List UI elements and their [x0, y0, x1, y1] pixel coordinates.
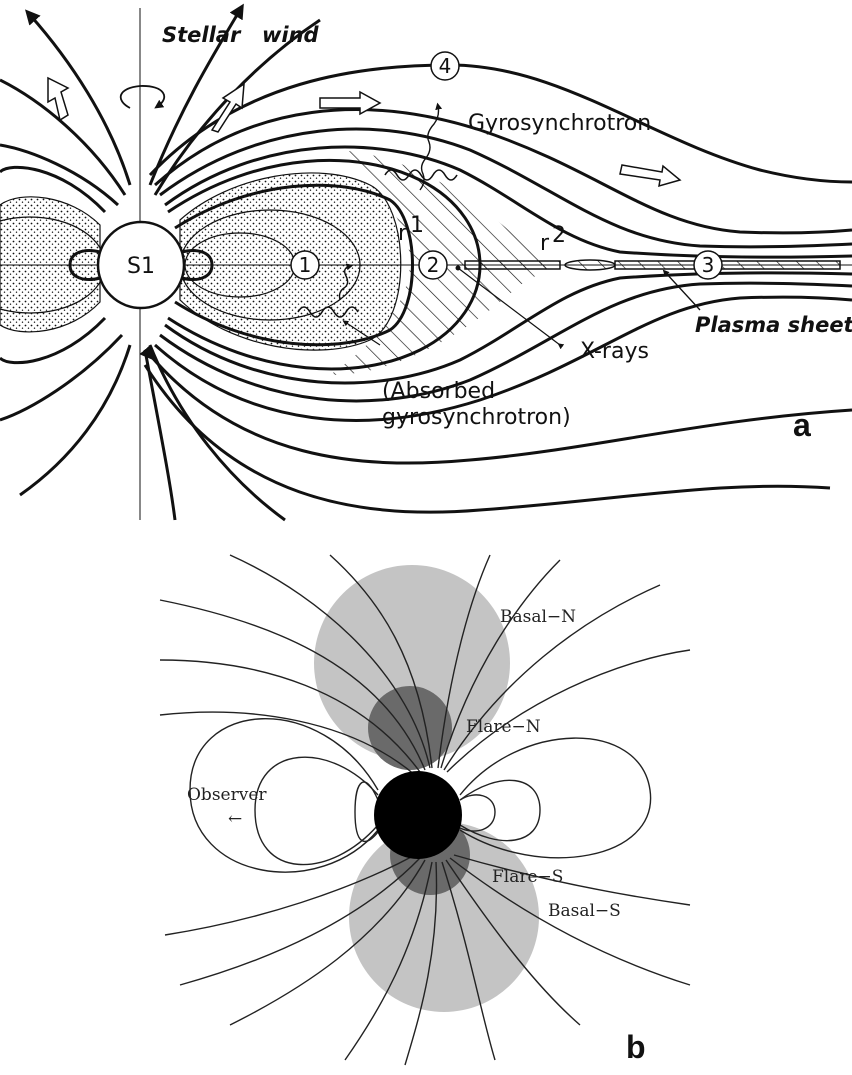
star-s1-label: S1 — [127, 254, 155, 279]
wind-label: wind — [262, 23, 320, 47]
plasma-sheet-segment-2 — [565, 260, 615, 270]
plasma-sheet-pointer — [665, 272, 700, 310]
region-3-marker: 3 — [694, 251, 722, 279]
svg-text:3: 3 — [702, 253, 715, 277]
plasma-sheet-segment-3 — [615, 261, 840, 269]
panel-a: S1 1 2 3 4 Stellar wind Gyrosynchrotron … — [0, 8, 852, 520]
r1-label: r — [398, 221, 408, 246]
svg-text:2: 2 — [427, 253, 440, 277]
gyrosynchrotron-label: Gyrosynchrotron — [468, 111, 651, 136]
flare-n-label: Flare−N — [466, 717, 541, 737]
region-4-marker: 4 — [431, 52, 459, 80]
basal-n-label: Basal−N — [500, 607, 576, 627]
xrays-label: X-rays — [580, 339, 649, 364]
svg-text:1: 1 — [299, 253, 312, 277]
star-b — [374, 771, 462, 859]
polar-line-sw-1 — [20, 345, 130, 495]
region-1-marker: 1 — [291, 251, 319, 279]
r2-subscript: 2 — [552, 223, 566, 248]
panel-b: Basal−N Flare−N Flare−S Basal−S Observer… — [160, 555, 690, 1065]
xray-source-dot — [456, 266, 461, 271]
rotation-arrow — [121, 86, 165, 108]
basal-s-label: Basal−S — [548, 901, 621, 921]
plasma-sheet-label: Plasma sheet — [695, 313, 852, 337]
observer-arrow: ← — [228, 809, 242, 829]
polar-line-nw-3 — [0, 145, 118, 205]
region-2-marker: 2 — [419, 251, 447, 279]
observer-label: Observer — [187, 785, 267, 805]
svg-text:4: 4 — [439, 54, 452, 78]
plasma-sheet-segment-1 — [465, 261, 560, 269]
absorbed-label-1: (Absorbed — [382, 379, 495, 404]
flare-s-label: Flare−S — [492, 867, 563, 887]
r2-label: r — [540, 231, 550, 256]
panel-a-letter: a — [793, 407, 811, 443]
stellar-label: Stellar — [162, 23, 242, 47]
absorbed-label-2: gyrosynchrotron) — [382, 405, 571, 430]
wind-arrow-4 — [620, 165, 680, 186]
r1-subscript: 1 — [410, 213, 424, 238]
panel-b-letter: b — [626, 1029, 646, 1065]
